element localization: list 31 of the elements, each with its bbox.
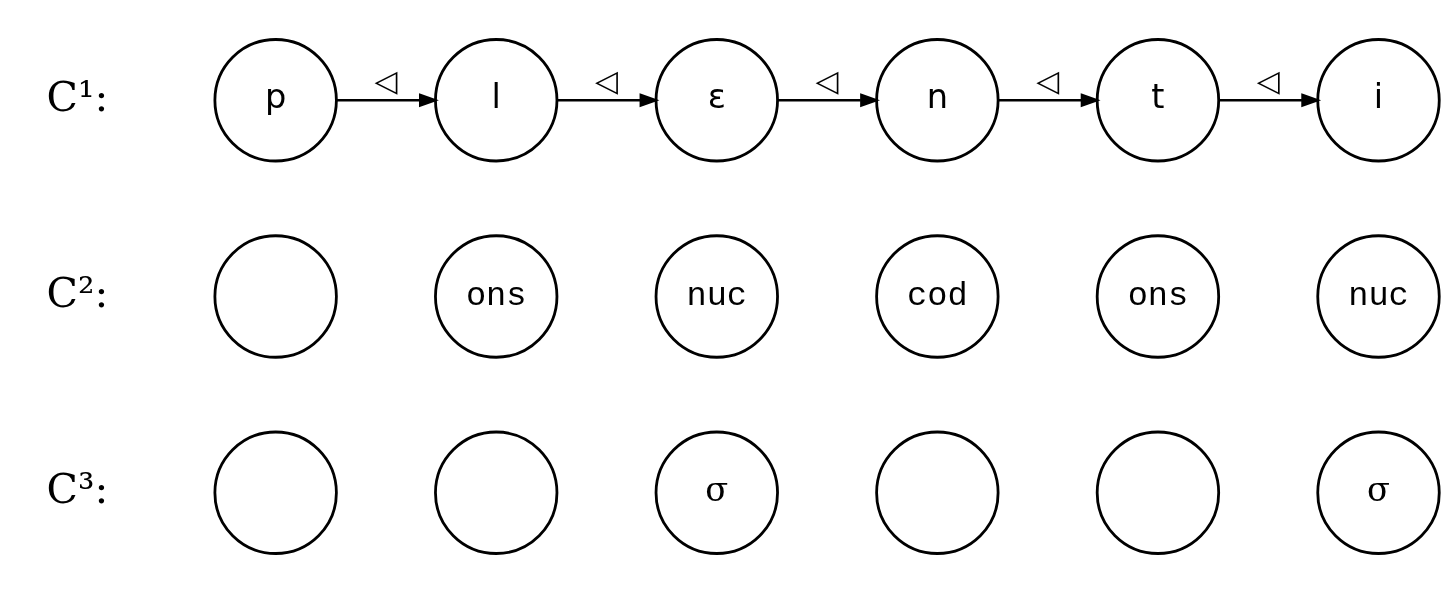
node-circle: σ [1316,430,1441,555]
edge-label: ◁ [595,62,618,98]
node-circle: nuc [654,234,779,359]
arrow [1219,93,1322,108]
node-circle: p [213,38,338,163]
node-circle: cod [875,234,1000,359]
arrow [557,93,660,108]
edge-label: ◁ [374,62,398,98]
edge-label: ◁ [815,62,839,98]
label: C²: [46,268,109,317]
node-circle [434,430,559,555]
node-circle: n [875,38,1000,163]
node-circle [213,234,338,359]
node-circle: i [1316,38,1441,163]
node-circle: σ [654,430,779,555]
node-circle: nuc [1316,234,1441,359]
arrow [336,93,439,108]
node-circle [875,430,1000,555]
arrow [998,93,1101,108]
arrow [777,93,880,108]
label: C¹: [46,72,109,121]
node-circle: ons [1095,234,1221,359]
edge-label: ◁ [1256,62,1280,98]
node-circle: ons [434,234,559,359]
label: C³: [46,465,109,514]
node-circle [1095,430,1221,555]
node-circle: ɛ [654,38,779,163]
edge-label: ◁ [1036,62,1060,98]
node-circle [213,430,338,555]
node-circle: l [434,38,559,163]
node-circle: t [1095,38,1221,163]
